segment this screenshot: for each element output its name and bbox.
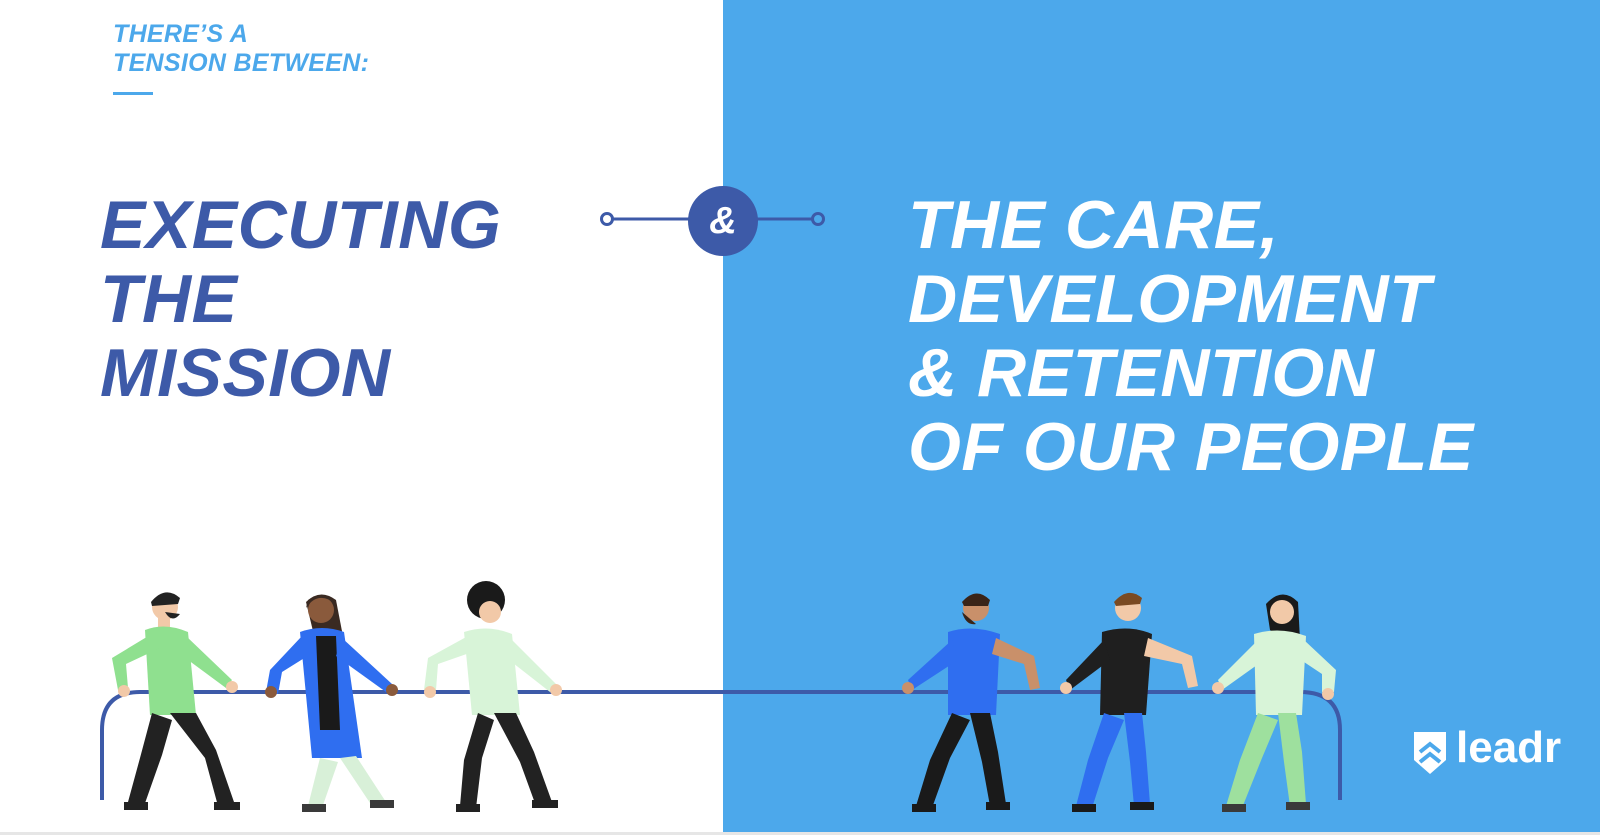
- left-headline-line-1: EXECUTING: [100, 187, 502, 263]
- right-panel: [723, 0, 1600, 835]
- kicker-line-2: TENSION BETWEEN:: [113, 49, 370, 77]
- left-headline-line-2: THE: [100, 261, 238, 337]
- kicker-underline: [113, 92, 153, 95]
- right-headline: THE CARE, DEVELOPMENT & RETENTION OF OUR…: [908, 188, 1474, 484]
- ampersand-connector: [600, 186, 825, 256]
- kicker-line-1: THERE’S A: [113, 20, 249, 48]
- right-headline-line-4: OF OUR PEOPLE: [908, 409, 1474, 485]
- rope: [100, 690, 1342, 800]
- person-right-2: [1060, 592, 1198, 812]
- right-headline-line-1: THE CARE,: [908, 187, 1279, 263]
- person-left-2: [265, 594, 398, 812]
- brand-name: leadr: [1456, 723, 1562, 772]
- right-headline-line-3: & RETENTION: [908, 335, 1375, 411]
- person-right-1: [902, 593, 1040, 812]
- person-left-1: [112, 592, 240, 810]
- tug-of-war-illustration: [100, 581, 1342, 812]
- person-right-3: [1212, 594, 1336, 812]
- person-left-3: [424, 581, 562, 812]
- shield-chevron-logo-icon: [1414, 732, 1446, 774]
- slide-bottom-edge: [0, 832, 1600, 835]
- ampersand-symbol: &: [709, 200, 737, 242]
- left-headline: EXECUTING THE MISSION: [100, 188, 501, 410]
- right-headline-line-2: DEVELOPMENT: [908, 261, 1432, 337]
- kicker-text: THERE’S A TENSION BETWEEN:: [113, 20, 369, 78]
- left-headline-line-3: MISSION: [100, 335, 391, 411]
